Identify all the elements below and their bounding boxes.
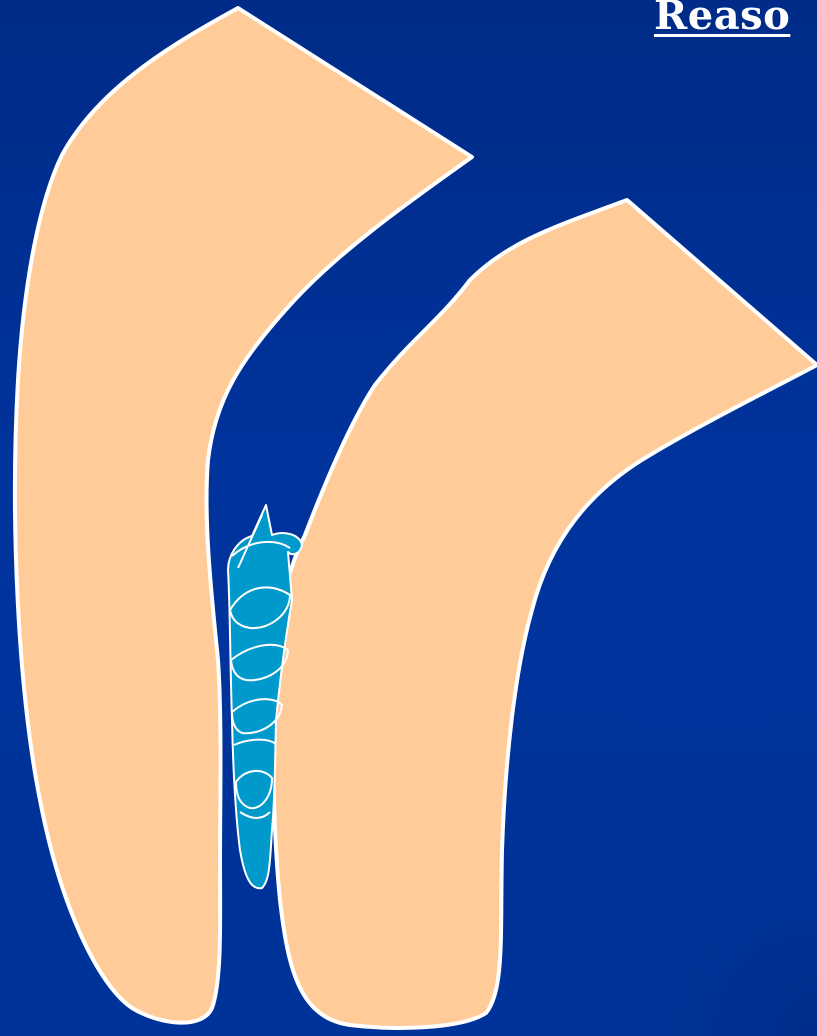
right-tooth <box>273 200 817 1028</box>
